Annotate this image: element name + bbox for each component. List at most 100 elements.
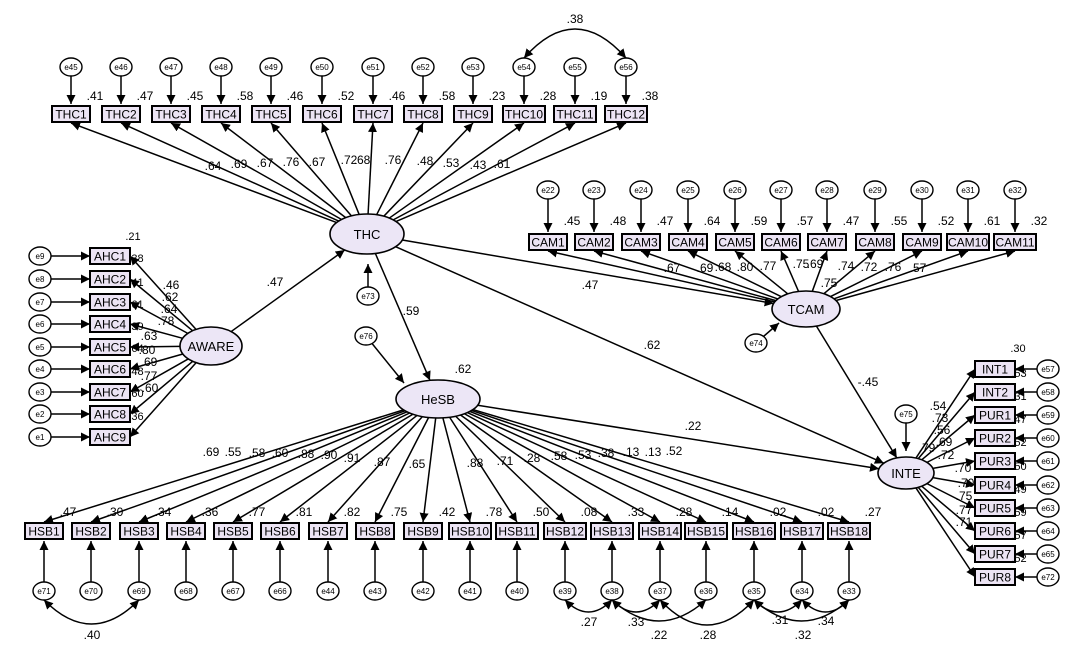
- covariance-e38-e36: [611, 599, 707, 622]
- path-HeSB-INTE: [477, 404, 880, 472]
- error-e25-label: e25: [681, 186, 695, 195]
- r2-pur1: .31: [1011, 391, 1026, 403]
- error-e22: [536, 180, 560, 200]
- covariance-e71-e69: [43, 599, 140, 625]
- error-e35: [742, 581, 766, 601]
- indicator-hsb5-label: HSB5: [217, 525, 249, 539]
- error-e5-label: e5: [36, 343, 45, 352]
- loading-value-int1: .54: [930, 399, 947, 413]
- r2-cam7: .47: [843, 214, 860, 228]
- loading-value-cam3: .68: [715, 260, 732, 274]
- loading-AWARE-AHC5: [129, 342, 181, 352]
- error-e36: [694, 581, 718, 601]
- loading-AWARE-AHC8: [129, 360, 194, 415]
- error-e64: [1036, 521, 1060, 541]
- loading-value-ahc7: .69: [141, 355, 158, 369]
- error-e76-label: e76: [359, 332, 373, 341]
- loading-value-thc10: .53: [443, 156, 460, 170]
- loading-AWARE-AHC3: [129, 301, 189, 335]
- error-e48-label: e48: [214, 63, 228, 72]
- indicator-cam5: [715, 233, 755, 251]
- indicator-cam4-label: CAM4: [671, 236, 705, 250]
- indicator-cam8: [855, 233, 895, 251]
- error-e46-label: e46: [114, 63, 128, 72]
- r2-pur3: .52: [1011, 437, 1026, 449]
- coef-hesb-inte: .22: [685, 419, 702, 433]
- loading-HeSB-HSB6: [279, 414, 418, 523]
- indicator-hsb1: [24, 522, 64, 540]
- indicator-thc11-label: THC11: [556, 108, 593, 122]
- loading-value-thc5: .67: [309, 155, 326, 169]
- r2-thc4: .58: [237, 89, 254, 103]
- r2-ahc9: .36: [128, 411, 143, 423]
- error-e6-label: e6: [36, 320, 45, 329]
- indicator-hsb1-label: HSB1: [28, 525, 60, 539]
- error-e57-label: e57: [1041, 365, 1055, 374]
- loading-HeSB-HSB1: [43, 409, 404, 524]
- loading-TCAM-CAM6: [780, 250, 800, 292]
- indicator-hsb15: [684, 522, 728, 540]
- loading-HeSB-HSB2: [90, 410, 406, 524]
- loading-value-thc7: .68: [354, 153, 371, 167]
- error-e35-label: e35: [747, 587, 761, 596]
- loading-value-hsb15: .38: [598, 446, 615, 460]
- indicator-thc9-label: THC9: [457, 108, 489, 122]
- error-e49-label: e49: [264, 63, 278, 72]
- indicator-int2-label: INT2: [982, 386, 1008, 400]
- loading-value-hsb10: .88: [467, 456, 484, 470]
- loading-value-pur6: .75: [956, 489, 973, 503]
- loading-value-cam6: .75: [793, 257, 810, 271]
- r2-thc6: .52: [338, 89, 355, 103]
- loading-value-ahc2: .62: [162, 290, 179, 304]
- loading-TCAM-CAM5: [734, 250, 789, 295]
- r2-hsb13: .33: [628, 505, 645, 519]
- loading-THC-THC5: [270, 122, 353, 217]
- loading-value-pur5: .70: [958, 476, 975, 490]
- r2-ahc2: .38: [128, 253, 143, 265]
- indicator-hsb13: [590, 522, 634, 540]
- indicator-thc1-label: THC1: [55, 108, 87, 122]
- loading-value-cam5: .77: [760, 259, 777, 273]
- indicator-ahc4: [89, 315, 131, 333]
- loading-TCAM-CAM4: [687, 250, 782, 298]
- error-e39-label: e39: [558, 587, 572, 596]
- r2-ahc5: .39: [128, 321, 143, 333]
- loading-value-cam9: .72: [861, 260, 878, 274]
- error-e43: [363, 581, 387, 601]
- error-e7: [28, 292, 52, 312]
- error-e38-label: e38: [605, 587, 619, 596]
- loading-AWARE-AHC1: [129, 255, 197, 330]
- error-e38: [600, 581, 624, 601]
- indicator-ahc4-label: AHC4: [94, 318, 126, 332]
- loading-HeSB-HSB18: [472, 408, 850, 524]
- loading-TCAM-CAM2: [593, 249, 777, 302]
- error-e28: [815, 180, 839, 200]
- error-e39: [553, 581, 577, 601]
- loading-HeSB-HSB15: [467, 411, 707, 523]
- loading-value-cam1: .67: [664, 261, 681, 275]
- error-e72: [1036, 567, 1060, 587]
- coef-thc-inte: .62: [644, 338, 661, 352]
- loading-value-ahc9: .60: [142, 381, 159, 395]
- indicator-ahc9: [89, 428, 131, 446]
- indicator-ahc5-label: AHC5: [94, 341, 126, 355]
- r2-pur6: .59: [1011, 507, 1026, 519]
- loading-value-pur4: .70: [955, 461, 972, 475]
- r2-hsb11: .50: [533, 505, 550, 519]
- r2-cam2: .48: [610, 214, 627, 228]
- indicator-hsb5: [213, 522, 253, 540]
- error-e36-label: e36: [699, 587, 713, 596]
- loading-value-hsb14: .53: [575, 448, 592, 462]
- indicator-cam11: [993, 233, 1037, 251]
- indicator-cam1-label: CAM1: [531, 236, 565, 250]
- path-THC-TCAM: [402, 239, 774, 307]
- r2-hsb1: .47: [60, 505, 77, 519]
- indicator-thc11: [553, 105, 597, 123]
- indicator-hsb2-label: HSB2: [75, 525, 107, 539]
- loading-THC-THC4: [220, 122, 347, 219]
- loading-value-hsb3: .58: [249, 446, 266, 460]
- loading-HeSB-HSB10: [442, 417, 473, 523]
- error-e74: [744, 333, 768, 353]
- error-e24: [629, 180, 653, 200]
- indicator-ahc1: [89, 247, 131, 265]
